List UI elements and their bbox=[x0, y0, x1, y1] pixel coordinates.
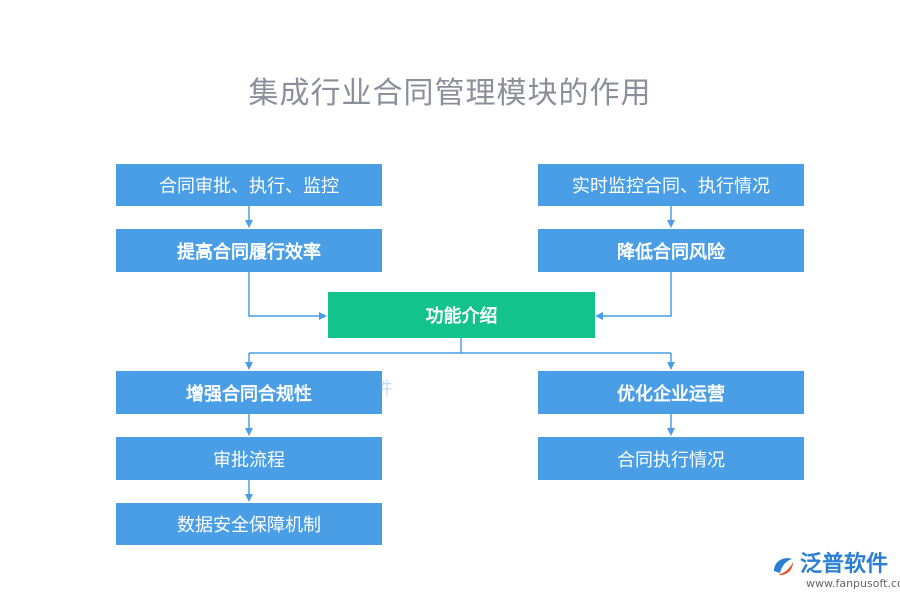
brand-logo-url: www.fanpusoft.com bbox=[806, 577, 900, 590]
box-left-item-2: 数据安全保障机制 bbox=[116, 503, 382, 545]
box-right-benefit: 降低合同风险 bbox=[538, 229, 804, 272]
brand-logo-icon bbox=[774, 558, 793, 576]
box-left-heading: 增强合同合规性 bbox=[116, 371, 382, 414]
box-left-item-1: 审批流程 bbox=[116, 437, 382, 480]
brand-logo: 泛普软件 www.fanpusoft.com bbox=[770, 553, 900, 591]
box-left-benefit: 提高合同履行效率 bbox=[116, 229, 382, 272]
brand-logo-name: 泛普软件 bbox=[800, 552, 889, 577]
box-left-source: 合同审批、执行、监控 bbox=[116, 164, 382, 206]
box-center: 功能介绍 bbox=[328, 292, 595, 338]
box-right-item-1: 合同执行情况 bbox=[538, 437, 804, 480]
arrow-left-benefit-to-center bbox=[248, 272, 327, 320]
arrow-right-benefit-to-center bbox=[595, 272, 672, 320]
box-right-heading: 优化企业运营 bbox=[538, 371, 804, 414]
box-right-source: 实时监控合同、执行情况 bbox=[538, 164, 804, 206]
diagram-title: 集成行业合同管理模块的作用 bbox=[248, 76, 652, 111]
